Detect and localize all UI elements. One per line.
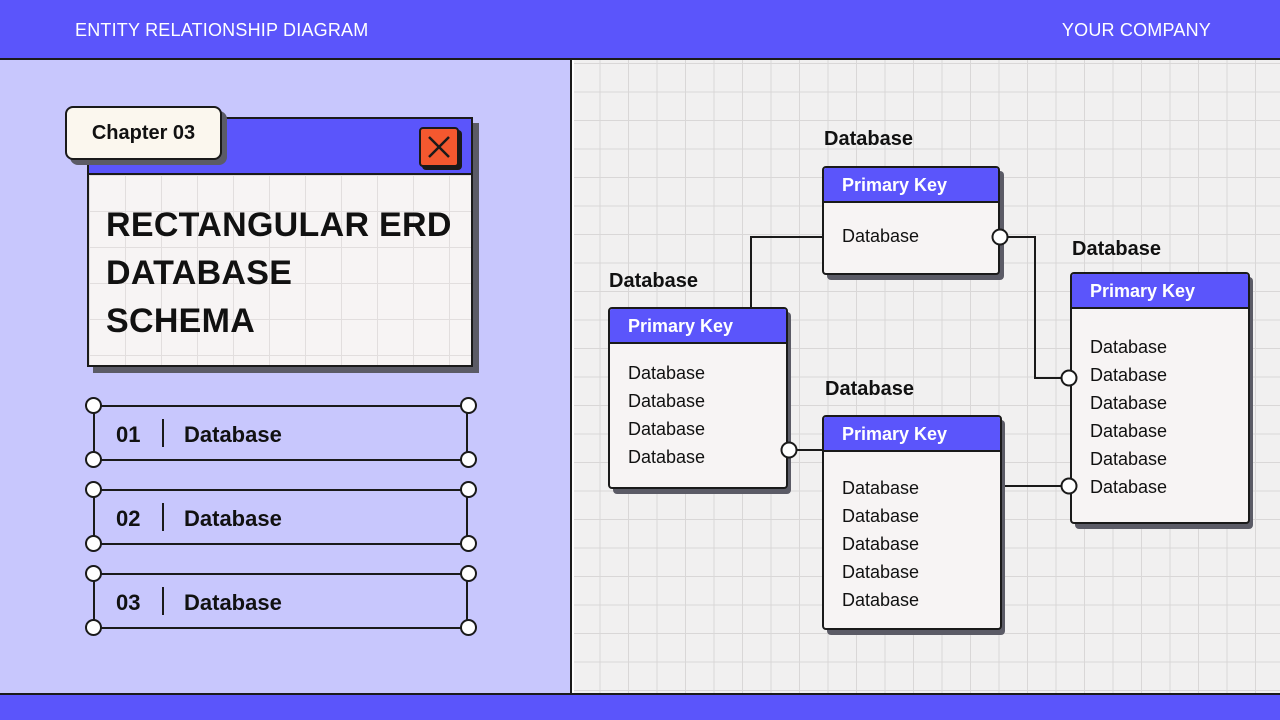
resize-handle[interactable] — [85, 397, 102, 414]
table-row: Database — [1090, 421, 1168, 441]
table-row: Database — [842, 506, 920, 526]
table-row: Database — [1090, 393, 1168, 413]
close-x-icon — [428, 136, 450, 158]
chapter-tab: Chapter 03 — [65, 106, 222, 160]
table-row: Database — [842, 226, 920, 246]
page-title: ENTITY RELATIONSHIP DIAGRAM — [75, 20, 369, 40]
list-item-label: Database — [184, 590, 282, 615]
resize-handle[interactable] — [85, 535, 102, 552]
resize-handle[interactable] — [460, 481, 477, 498]
resize-handle[interactable] — [460, 619, 477, 636]
list-item-number: 01 — [116, 422, 141, 447]
table-row: Database — [842, 590, 920, 610]
table-label-left: Database — [609, 270, 698, 292]
list-item-number: 02 — [116, 506, 141, 531]
list-item-divider — [162, 419, 164, 447]
table-right[interactable]: Primary Key Database Database Database D… — [1070, 272, 1250, 524]
resize-handle[interactable] — [460, 451, 477, 468]
list-item-number: 03 — [116, 590, 141, 615]
table-row: Database — [628, 419, 706, 439]
table-top[interactable]: Primary Key Database — [822, 166, 1000, 275]
company-name: YOUR COMPANY — [1061, 20, 1211, 40]
resize-handle[interactable] — [85, 451, 102, 468]
resize-handle[interactable] — [460, 565, 477, 582]
resize-handle[interactable] — [460, 535, 477, 552]
table-left[interactable]: Primary Key Database Database Database D… — [608, 307, 788, 489]
table-row: Database — [842, 534, 920, 554]
table-row: Database — [1090, 337, 1168, 357]
close-button[interactable] — [419, 127, 459, 167]
table-header: Primary Key — [1072, 274, 1248, 309]
slide-title-line-3: SCHEMA — [106, 302, 256, 340]
slide-title: RECTANGULAR ERD DATABASE SCHEMA — [106, 201, 452, 345]
list-item-3[interactable]: 03 Database — [93, 573, 468, 629]
table-row: Database — [628, 363, 706, 383]
resize-handle[interactable] — [85, 481, 102, 498]
resize-handle[interactable] — [85, 619, 102, 636]
table-label-bottom: Database — [825, 378, 914, 400]
table-row: Database — [628, 447, 706, 467]
table-label-right: Database — [1072, 238, 1161, 260]
table-row: Database — [842, 478, 920, 498]
slide-title-line-1: RECTANGULAR ERD — [106, 206, 452, 244]
footer-bar — [0, 693, 1280, 720]
table-header: Primary Key — [610, 309, 786, 344]
table-label-top: Database — [824, 128, 913, 150]
table-row: Database — [628, 391, 706, 411]
slide-title-line-2: DATABASE — [106, 254, 293, 292]
resize-handle[interactable] — [460, 397, 477, 414]
list-item-divider — [162, 503, 164, 531]
table-bottom[interactable]: Primary Key Database Database Database D… — [822, 415, 1002, 630]
table-header: Primary Key — [824, 168, 998, 203]
resize-handle[interactable] — [85, 565, 102, 582]
table-row: Database — [1090, 449, 1168, 469]
header-bar: ENTITY RELATIONSHIP DIAGRAM YOUR COMPANY — [0, 0, 1280, 60]
list-item-label: Database — [184, 422, 282, 447]
list-item-1[interactable]: 01 Database — [93, 405, 468, 461]
list-item-label: Database — [184, 506, 282, 531]
list-item-divider — [162, 587, 164, 615]
list-item-2[interactable]: 02 Database — [93, 489, 468, 545]
table-header: Primary Key — [824, 417, 1000, 452]
table-row: Database — [1090, 365, 1168, 385]
table-row: Database — [842, 562, 920, 582]
table-row: Database — [1090, 477, 1168, 497]
